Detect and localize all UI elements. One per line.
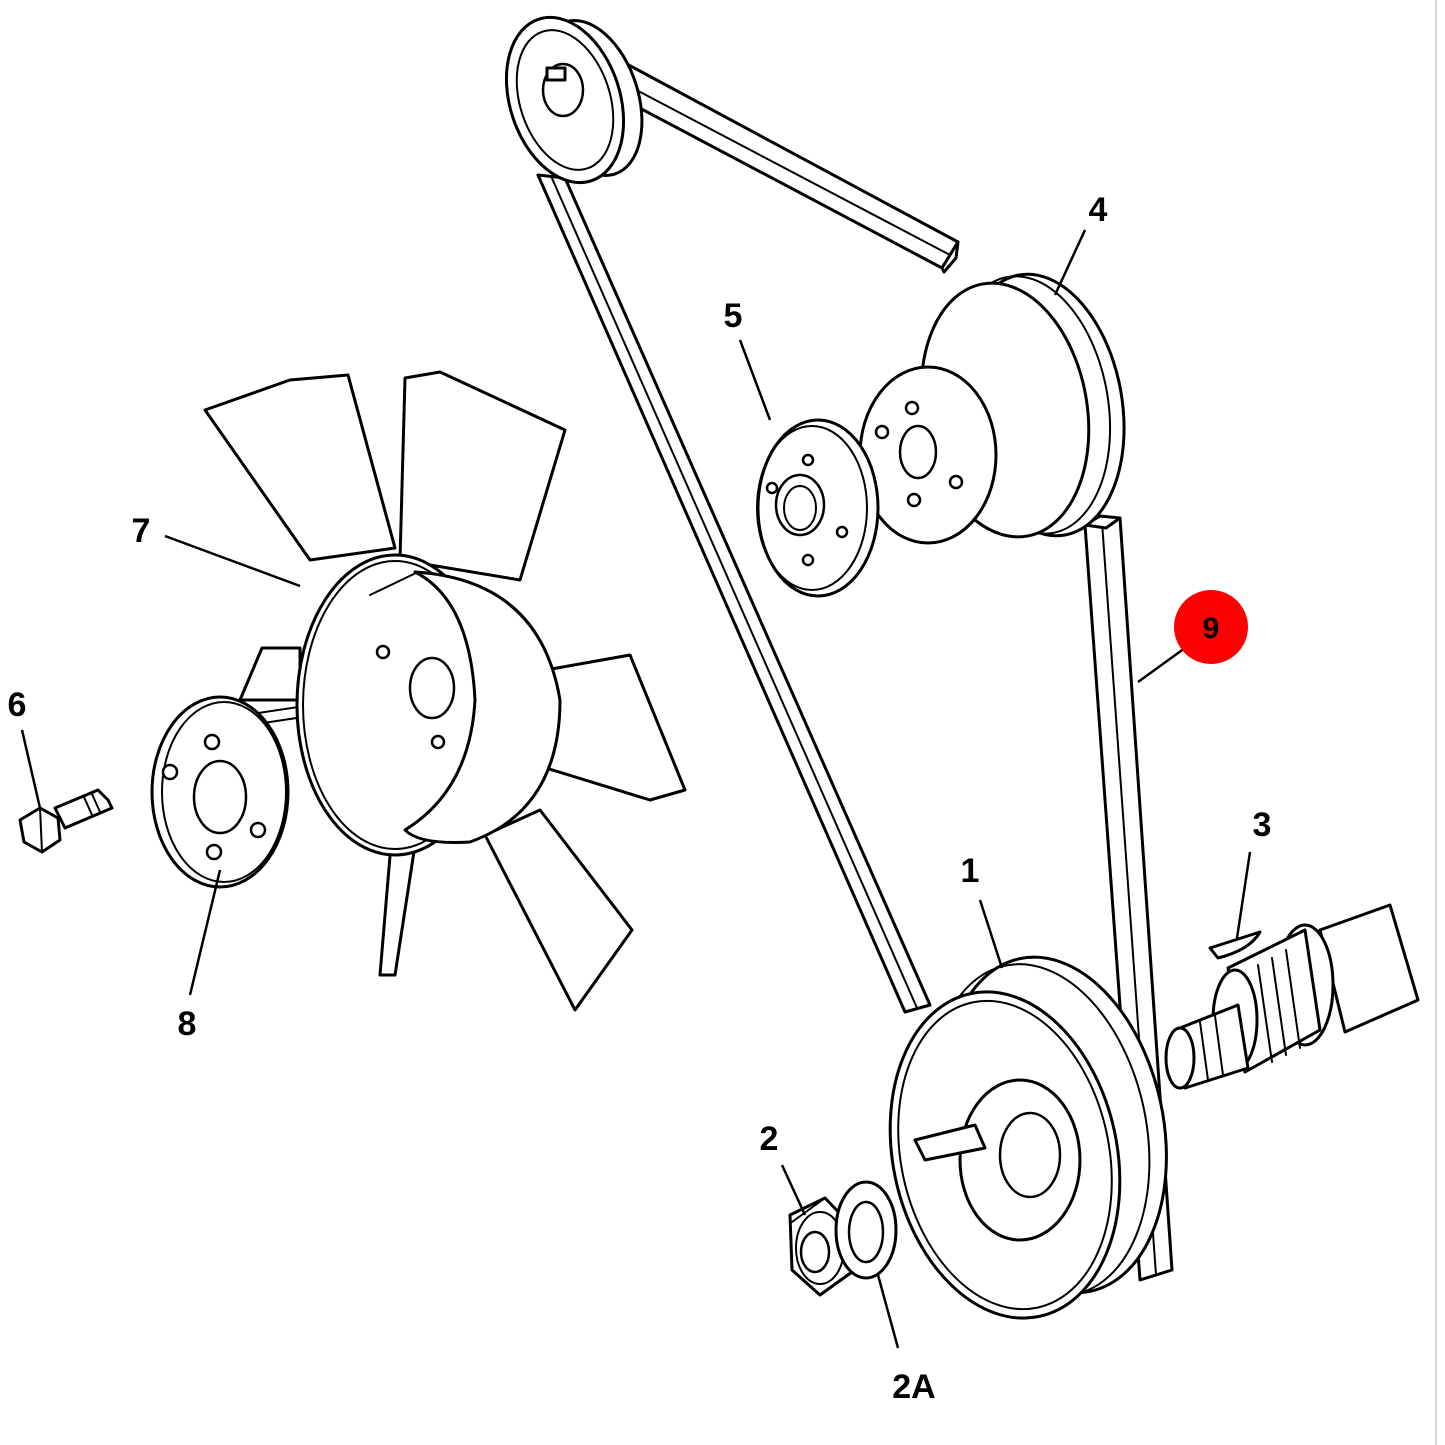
callout-label-9: 9 (1203, 612, 1220, 645)
frame-edge-line (1435, 0, 1437, 1445)
leader-line-2A (876, 1274, 900, 1349)
callout-label-5: 5 (724, 297, 743, 335)
washer-part-2A[interactable] (834, 1180, 898, 1280)
woodruff-key-part-3[interactable] (1208, 930, 1262, 960)
leader-line-9 (1137, 646, 1186, 684)
leader-line-3 (1235, 851, 1252, 939)
callout-label-7: 7 (132, 512, 151, 550)
leader-line-7 (164, 534, 301, 588)
crankshaft (1164, 903, 1420, 1090)
leader-line-1 (978, 899, 1004, 969)
highlight-marker-9 (1174, 590, 1248, 664)
callout-label-3: 3 (1253, 806, 1272, 844)
hub-flange-part-5[interactable] (756, 418, 880, 598)
callout-label-4: 4 (1089, 191, 1108, 229)
pulley-part-4[interactable] (858, 261, 1144, 550)
bolt-part-6[interactable] (18, 788, 114, 854)
callout-label-2: 2 (760, 1120, 779, 1158)
callout-label-6: 6 (8, 686, 27, 724)
callout-label-2A: 2A (892, 1368, 935, 1406)
callout-label-1: 1 (961, 852, 980, 890)
fan-part-7[interactable] (203, 370, 687, 1012)
leader-line-5 (738, 339, 772, 421)
leader-line-6 (20, 729, 42, 809)
leader-line-8 (188, 869, 222, 996)
top-pulley (504, 15, 644, 185)
callout-label-8: 8 (178, 1005, 197, 1043)
spacer-part-8[interactable] (150, 695, 290, 889)
leader-line-4 (1053, 229, 1087, 296)
crank-pulley-part-1[interactable] (861, 936, 1196, 1339)
leader-line-2 (780, 1164, 807, 1216)
